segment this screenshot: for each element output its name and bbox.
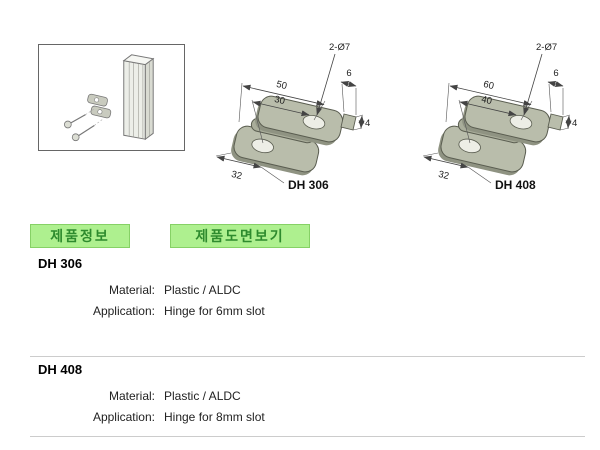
product-section-dh408: DH 408 Material: Plastic / ALDC Applicat… <box>30 362 570 431</box>
material-value: Plastic / ALDC <box>164 283 241 297</box>
dh306-dim-length: 50 <box>275 79 288 92</box>
aluminium-profile <box>122 54 155 141</box>
material-value: Plastic / ALDC <box>164 389 241 403</box>
product-section-dh306: DH 306 Material: Plastic / ALDC Applicat… <box>30 256 570 325</box>
dimension-lines <box>215 53 365 184</box>
product-info-button[interactable]: 제품정보 <box>30 224 130 248</box>
dh306-technical-drawing: 50 30 2-Ø7 6 4 32 DH 306 <box>203 36 378 201</box>
hinge-slot-tab <box>547 113 564 131</box>
installation-illustration <box>38 44 185 151</box>
profile-hinge-illustration-svg <box>64 54 155 142</box>
material-row: Material: Plastic / ALDC <box>30 389 570 403</box>
hinge-slot-tab <box>340 113 357 131</box>
screws <box>64 108 103 142</box>
dh306-dim-hole-spacing: 30 <box>273 94 286 107</box>
product-name: DH 306 <box>38 256 83 271</box>
material-label: Material: <box>108 283 155 297</box>
dh408-dim-hole-spacing: 40 <box>480 94 493 107</box>
application-row: Application: Hinge for 6mm slot <box>30 304 570 318</box>
hinge-part <box>87 93 112 119</box>
application-row: Application: Hinge for 8mm slot <box>30 410 570 424</box>
hinge-body <box>231 95 357 176</box>
dh306-drawing-label: DH 306 <box>288 178 329 192</box>
material-row: Material: Plastic / ALDC <box>30 283 570 297</box>
section-divider <box>30 436 585 437</box>
hinge-body <box>438 95 564 176</box>
dh306-dim-holes: 2-Ø7 <box>329 42 350 53</box>
material-label: Material: <box>108 389 155 403</box>
dh408-dim-thickness: 4 <box>572 118 577 129</box>
application-value: Hinge for 6mm slot <box>164 304 265 318</box>
application-label: Application: <box>92 410 155 424</box>
dh408-technical-drawing: 60 40 2-Ø7 6 4 32 DH 408 <box>410 36 585 201</box>
application-value: Hinge for 8mm slot <box>164 410 265 424</box>
section-divider <box>30 356 585 357</box>
dh408-dim-length: 60 <box>482 79 495 92</box>
dh306-dim-depth: 32 <box>230 169 243 182</box>
dh306-dim-thickness: 4 <box>365 118 370 129</box>
dh408-dim-depth: 32 <box>437 169 450 182</box>
product-name: DH 408 <box>38 362 83 377</box>
dh408-dim-tab: 6 <box>553 68 558 79</box>
application-label: Application: <box>92 304 155 318</box>
dimension-lines <box>422 53 572 184</box>
view-drawing-button[interactable]: 제품도면보기 <box>170 224 310 248</box>
dh306-dim-tab: 6 <box>346 68 351 79</box>
dh408-drawing-label: DH 408 <box>495 178 536 192</box>
dh408-dim-holes: 2-Ø7 <box>536 42 557 53</box>
